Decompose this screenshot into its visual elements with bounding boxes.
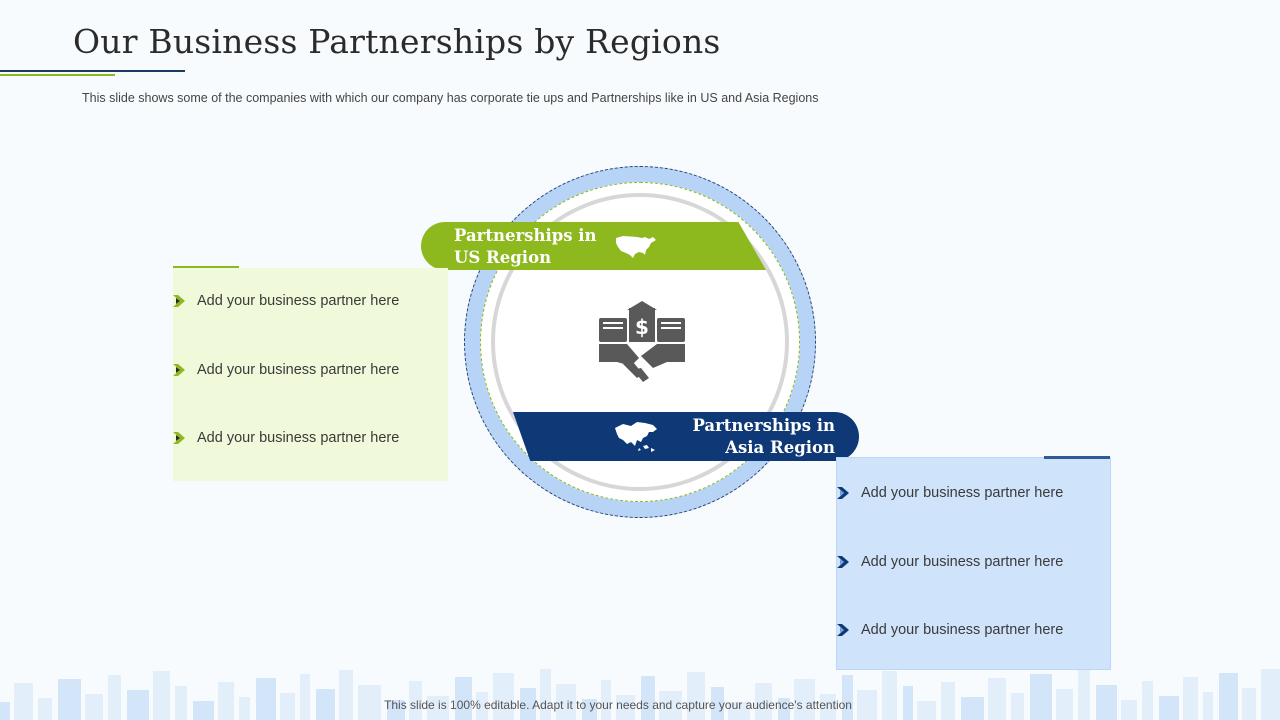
list-item: Add your business partner here xyxy=(837,622,1063,638)
slide-footer: This slide is 100% editable. Adapt it to… xyxy=(384,698,852,712)
arrow-icon xyxy=(837,556,849,568)
asia-region-title: Partnerships in Asia Region xyxy=(692,416,835,457)
arrow-icon xyxy=(837,624,849,636)
asia-map-icon xyxy=(615,422,657,452)
list-item: Add your business partner here xyxy=(173,430,399,446)
us-panel-tab xyxy=(173,266,239,269)
list-item: Add your business partner here xyxy=(837,485,1063,501)
list-item: Add your business partner here xyxy=(837,554,1063,570)
handshake-bank-icon: $ xyxy=(599,301,685,382)
svg-text:$: $ xyxy=(635,315,649,339)
title-underline-green xyxy=(0,74,115,76)
list-item: Add your business partner here xyxy=(173,362,399,378)
arrow-icon xyxy=(173,364,185,376)
us-region-banner: Partnerships in US Region xyxy=(421,222,766,270)
asia-region-banner: Partnerships in Asia Region xyxy=(513,412,859,461)
asia-partners-panel: Add your business partner here Add your … xyxy=(836,457,1111,670)
title-underline-navy xyxy=(0,70,185,72)
arrow-icon xyxy=(173,295,185,307)
us-partners-panel: Add your business partner here Add your … xyxy=(173,268,448,481)
slide-title: Our Business Partnerships by Regions xyxy=(73,22,721,61)
arrow-icon xyxy=(837,487,849,499)
list-item: Add your business partner here xyxy=(173,293,399,309)
city-skyline-decoration xyxy=(0,669,1280,720)
usa-map-icon xyxy=(616,236,656,258)
slide-subtitle: This slide shows some of the companies w… xyxy=(82,91,819,105)
asia-panel-tab xyxy=(1044,456,1110,459)
arrow-icon xyxy=(173,432,185,444)
us-region-title: Partnerships in US Region xyxy=(454,226,597,267)
